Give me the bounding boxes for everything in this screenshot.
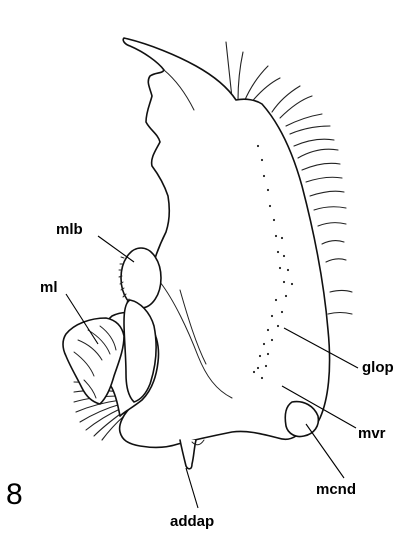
addap-process (180, 440, 196, 469)
label-mvr: mvr (358, 425, 386, 442)
leader-addap (186, 468, 198, 508)
label-mcnd: mcnd (316, 481, 356, 498)
figure-number: 8 (6, 478, 23, 511)
label-ml: ml (40, 279, 58, 296)
leader-mlb (98, 236, 134, 262)
label-mlb: mlb (56, 221, 83, 238)
label-glop: glop (362, 359, 394, 376)
leader-mcnd (306, 424, 344, 478)
label-addap: addap (170, 513, 214, 530)
